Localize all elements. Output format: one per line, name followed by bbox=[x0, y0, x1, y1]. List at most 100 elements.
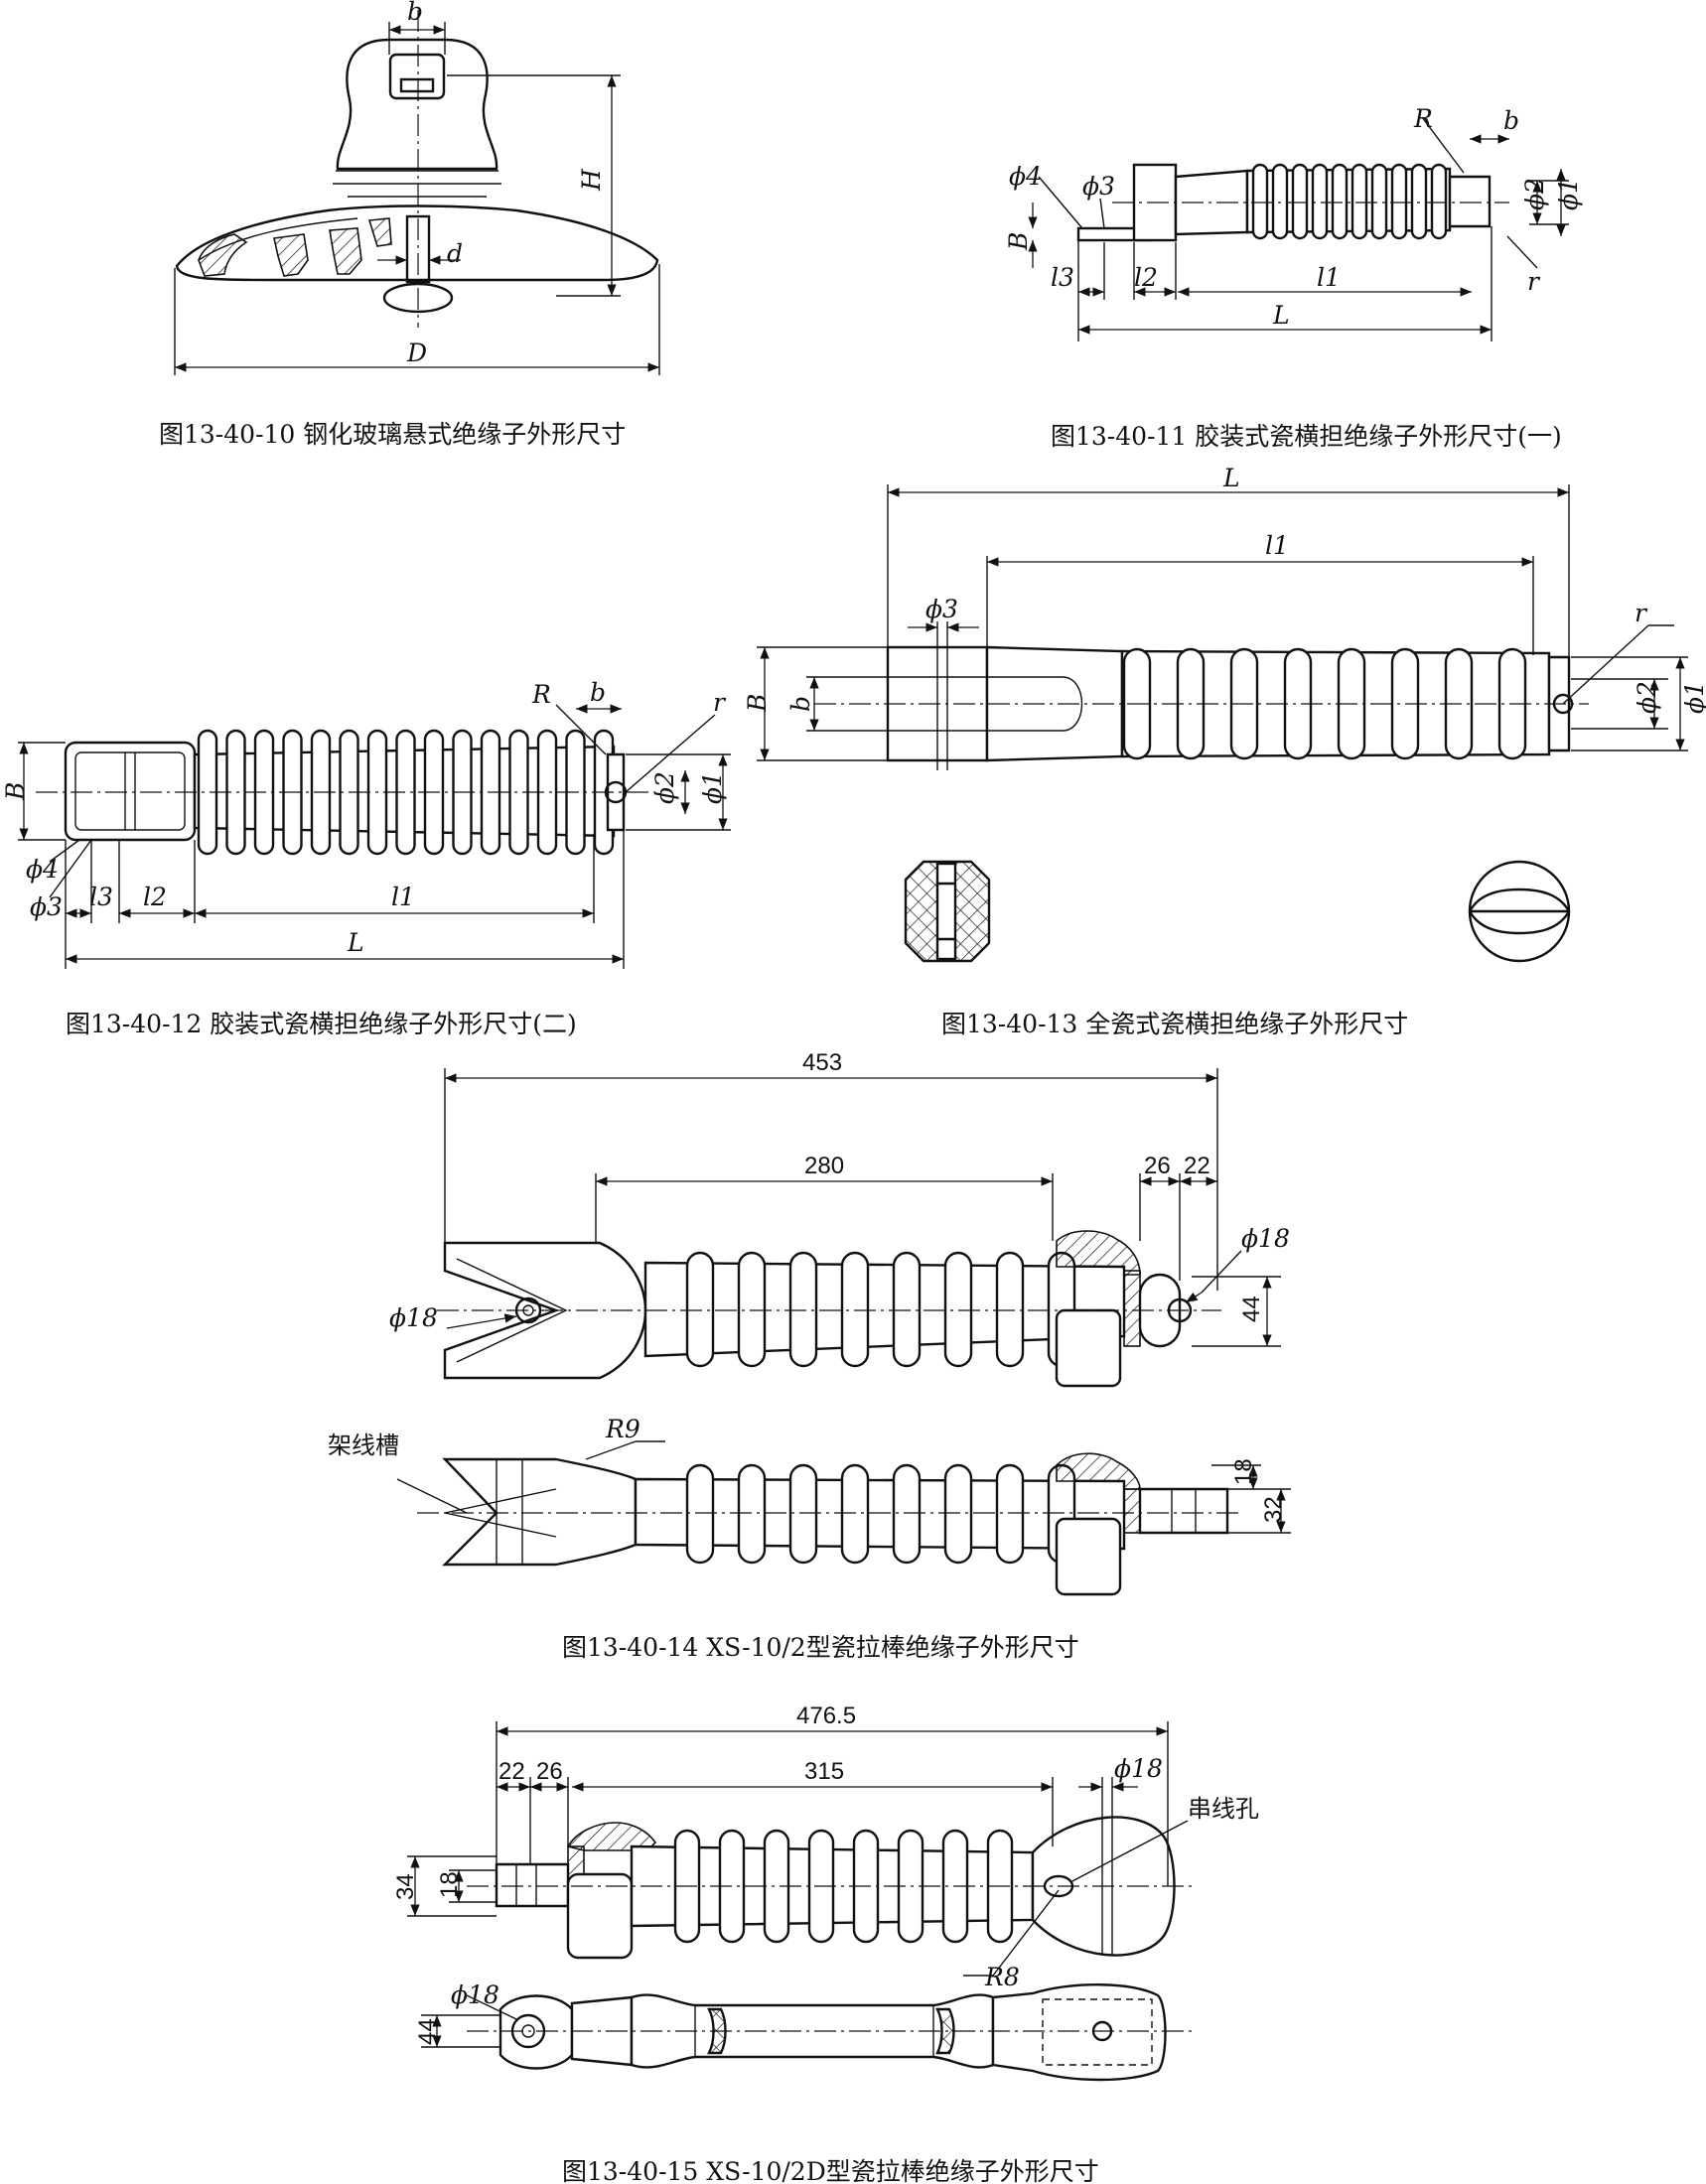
dim-label-B: B bbox=[1004, 232, 1033, 251]
dim-label-b: b bbox=[590, 678, 606, 707]
groove-label: 架线槽 bbox=[328, 1432, 399, 1459]
insulator-shed bbox=[1430, 163, 1448, 240]
dim-34: 34 bbox=[392, 1873, 419, 1900]
xs-10-2d-side-view bbox=[467, 1815, 1192, 1960]
dim-22: 22 bbox=[1184, 1153, 1210, 1179]
dim-label-R: R bbox=[1413, 104, 1433, 133]
dim-R9: R9 bbox=[605, 1415, 640, 1443]
xs-10-2-top-view bbox=[437, 1230, 1221, 1388]
insulator-shed bbox=[840, 1463, 870, 1565]
dim-label-R: R bbox=[531, 680, 551, 709]
dim-476-5: 476.5 bbox=[796, 1703, 856, 1729]
dim-label-d: d bbox=[447, 239, 463, 268]
fig-13-40-11: R b ϕ4 ϕ3 ϕ2 ϕ1 B l3 l2 l1 r L 图13-40-11… bbox=[1004, 104, 1583, 451]
dim-315: 315 bbox=[804, 1758, 844, 1785]
dim-label-l1: l1 bbox=[1317, 263, 1341, 292]
insulator-shed bbox=[788, 1251, 818, 1368]
dim-label-H: H bbox=[577, 168, 606, 192]
dim-label-D: D bbox=[406, 339, 427, 367]
dim-26: 26 bbox=[1144, 1153, 1171, 1179]
xs-10-2-side-view bbox=[417, 1452, 1241, 1596]
fig-13-40-12: B R b r ϕ2 ϕ1 ϕ4 ϕ3 l3 l2 l1 L 图13-40-12… bbox=[1, 678, 731, 1038]
dim-44: 44 bbox=[414, 2018, 441, 2045]
fig-13-40-14: 453 280 26 22 ϕ18 ϕ18 44 架线槽 R9 18 32 图1… bbox=[328, 1049, 1291, 1662]
dim-label-l1: l1 bbox=[391, 883, 415, 911]
dim-label-r: r bbox=[713, 688, 727, 717]
insulator-shed bbox=[685, 1463, 715, 1565]
insulator-shed bbox=[737, 1251, 767, 1368]
insulator-shed bbox=[788, 1463, 818, 1565]
dim-22: 22 bbox=[498, 1758, 525, 1785]
dimension-lines bbox=[757, 484, 1688, 761]
dim-label-phi2: ϕ2 bbox=[650, 771, 679, 804]
insulator-shed bbox=[1251, 163, 1269, 240]
figure-caption: 图13-40-10 钢化玻璃悬式绝缘子外形尺寸 bbox=[159, 420, 626, 449]
insulator-shed bbox=[995, 1251, 1025, 1368]
xs-10-2d-top-view bbox=[467, 1983, 1192, 2082]
dimension-lines bbox=[396, 1068, 1291, 1534]
dim-label-L: L bbox=[347, 928, 364, 957]
dim-label-L: L bbox=[1222, 464, 1240, 492]
figure-caption: 图13-40-11 胶装式瓷横担绝缘子外形尺寸(一) bbox=[1051, 422, 1562, 451]
dim-label-b: b bbox=[1503, 106, 1519, 135]
dim-label-b: b bbox=[786, 696, 815, 712]
dim-280: 280 bbox=[804, 1153, 844, 1179]
dim-44: 44 bbox=[1238, 1296, 1265, 1322]
dim-label-phi3: ϕ3 bbox=[1082, 172, 1115, 201]
dim-18: 18 bbox=[1230, 1458, 1257, 1485]
insulator-shed bbox=[943, 1251, 973, 1368]
dim-label-phi4: ϕ4 bbox=[26, 855, 59, 884]
fig-13-40-15: 476.5 22 26 315 ϕ18 串线孔 34 18 R8 ϕ18 44 … bbox=[392, 1703, 1259, 2184]
dim-label-b: b bbox=[407, 0, 423, 26]
dimension-lines bbox=[1028, 116, 1569, 341]
figure-caption: 图13-40-14 XS-10/2型瓷拉棒绝缘子外形尺寸 bbox=[562, 1633, 1079, 1662]
dim-hole-top: ϕ18 bbox=[1114, 1754, 1163, 1783]
dim-label-l3: l3 bbox=[1051, 263, 1074, 292]
dim-label-phi2: ϕ2 bbox=[1520, 178, 1549, 210]
insulator-shed bbox=[892, 1463, 922, 1565]
cross-arm-insulator-drawing-1 bbox=[1076, 163, 1509, 242]
dim-label-r: r bbox=[1527, 267, 1541, 296]
dim-32: 32 bbox=[1260, 1496, 1287, 1523]
dim-26: 26 bbox=[536, 1758, 563, 1785]
dimension-lines bbox=[407, 1721, 1189, 2048]
insulator-shed bbox=[1390, 163, 1408, 240]
dim-label-B: B bbox=[1, 782, 30, 801]
fig-13-40-13: L l1 ϕ3 r B b ϕ2 ϕ1 图13-40-13 全瓷式瓷横担绝缘子外… bbox=[743, 464, 1706, 1038]
insulator-shed bbox=[1331, 163, 1349, 240]
figure-caption: 图13-40-12 胶装式瓷横担绝缘子外形尺寸(二) bbox=[66, 1010, 577, 1038]
dim-label-l2: l2 bbox=[143, 883, 167, 911]
dim-label-B: B bbox=[743, 694, 772, 713]
insulator-shed bbox=[892, 1251, 922, 1368]
insulator-shed bbox=[840, 1251, 870, 1368]
insulator-shed bbox=[995, 1463, 1025, 1565]
dim-hole-left: ϕ18 bbox=[389, 1303, 438, 1332]
insulator-shed bbox=[1291, 163, 1309, 240]
dim-hole-bottom: ϕ18 bbox=[451, 1980, 499, 2009]
dim-label-r: r bbox=[1635, 599, 1648, 627]
hole-label: 串线孔 bbox=[1188, 1795, 1259, 1823]
dim-label-l1: l1 bbox=[1265, 531, 1289, 560]
glass-insulator-drawing bbox=[175, 10, 659, 328]
insulator-shed bbox=[1311, 163, 1329, 240]
dim-label-phi1: ϕ1 bbox=[1554, 178, 1583, 210]
insulator-shed bbox=[685, 1251, 715, 1368]
insulator-shed bbox=[1370, 163, 1388, 240]
dim-label-phi3: ϕ3 bbox=[30, 892, 63, 921]
cross-arm-insulator-drawing-2 bbox=[36, 729, 655, 856]
fig-13-40-10: b H d D 图13-40-10 钢化玻璃悬式绝缘子外形尺寸 bbox=[159, 0, 660, 449]
insulator-shed bbox=[1410, 163, 1428, 240]
dim-label-phi3: ϕ3 bbox=[925, 595, 958, 623]
dim-453: 453 bbox=[802, 1049, 842, 1076]
dim-label-l2: l2 bbox=[1134, 263, 1158, 292]
dim-label-phi4: ϕ4 bbox=[1009, 162, 1042, 191]
dimension-lines bbox=[18, 704, 731, 969]
dim-label-L: L bbox=[1272, 301, 1290, 330]
dim-hole-right: ϕ18 bbox=[1241, 1224, 1290, 1253]
figure-caption: 图13-40-15 XS-10/2D型瓷拉棒绝缘子外形尺寸 bbox=[562, 2157, 1099, 2184]
insulator-shed bbox=[943, 1463, 973, 1565]
full-porcelain-insulator-drawing bbox=[814, 637, 1589, 963]
dim-label-phi2: ϕ2 bbox=[1633, 681, 1661, 714]
insulator-shed bbox=[1351, 163, 1368, 240]
